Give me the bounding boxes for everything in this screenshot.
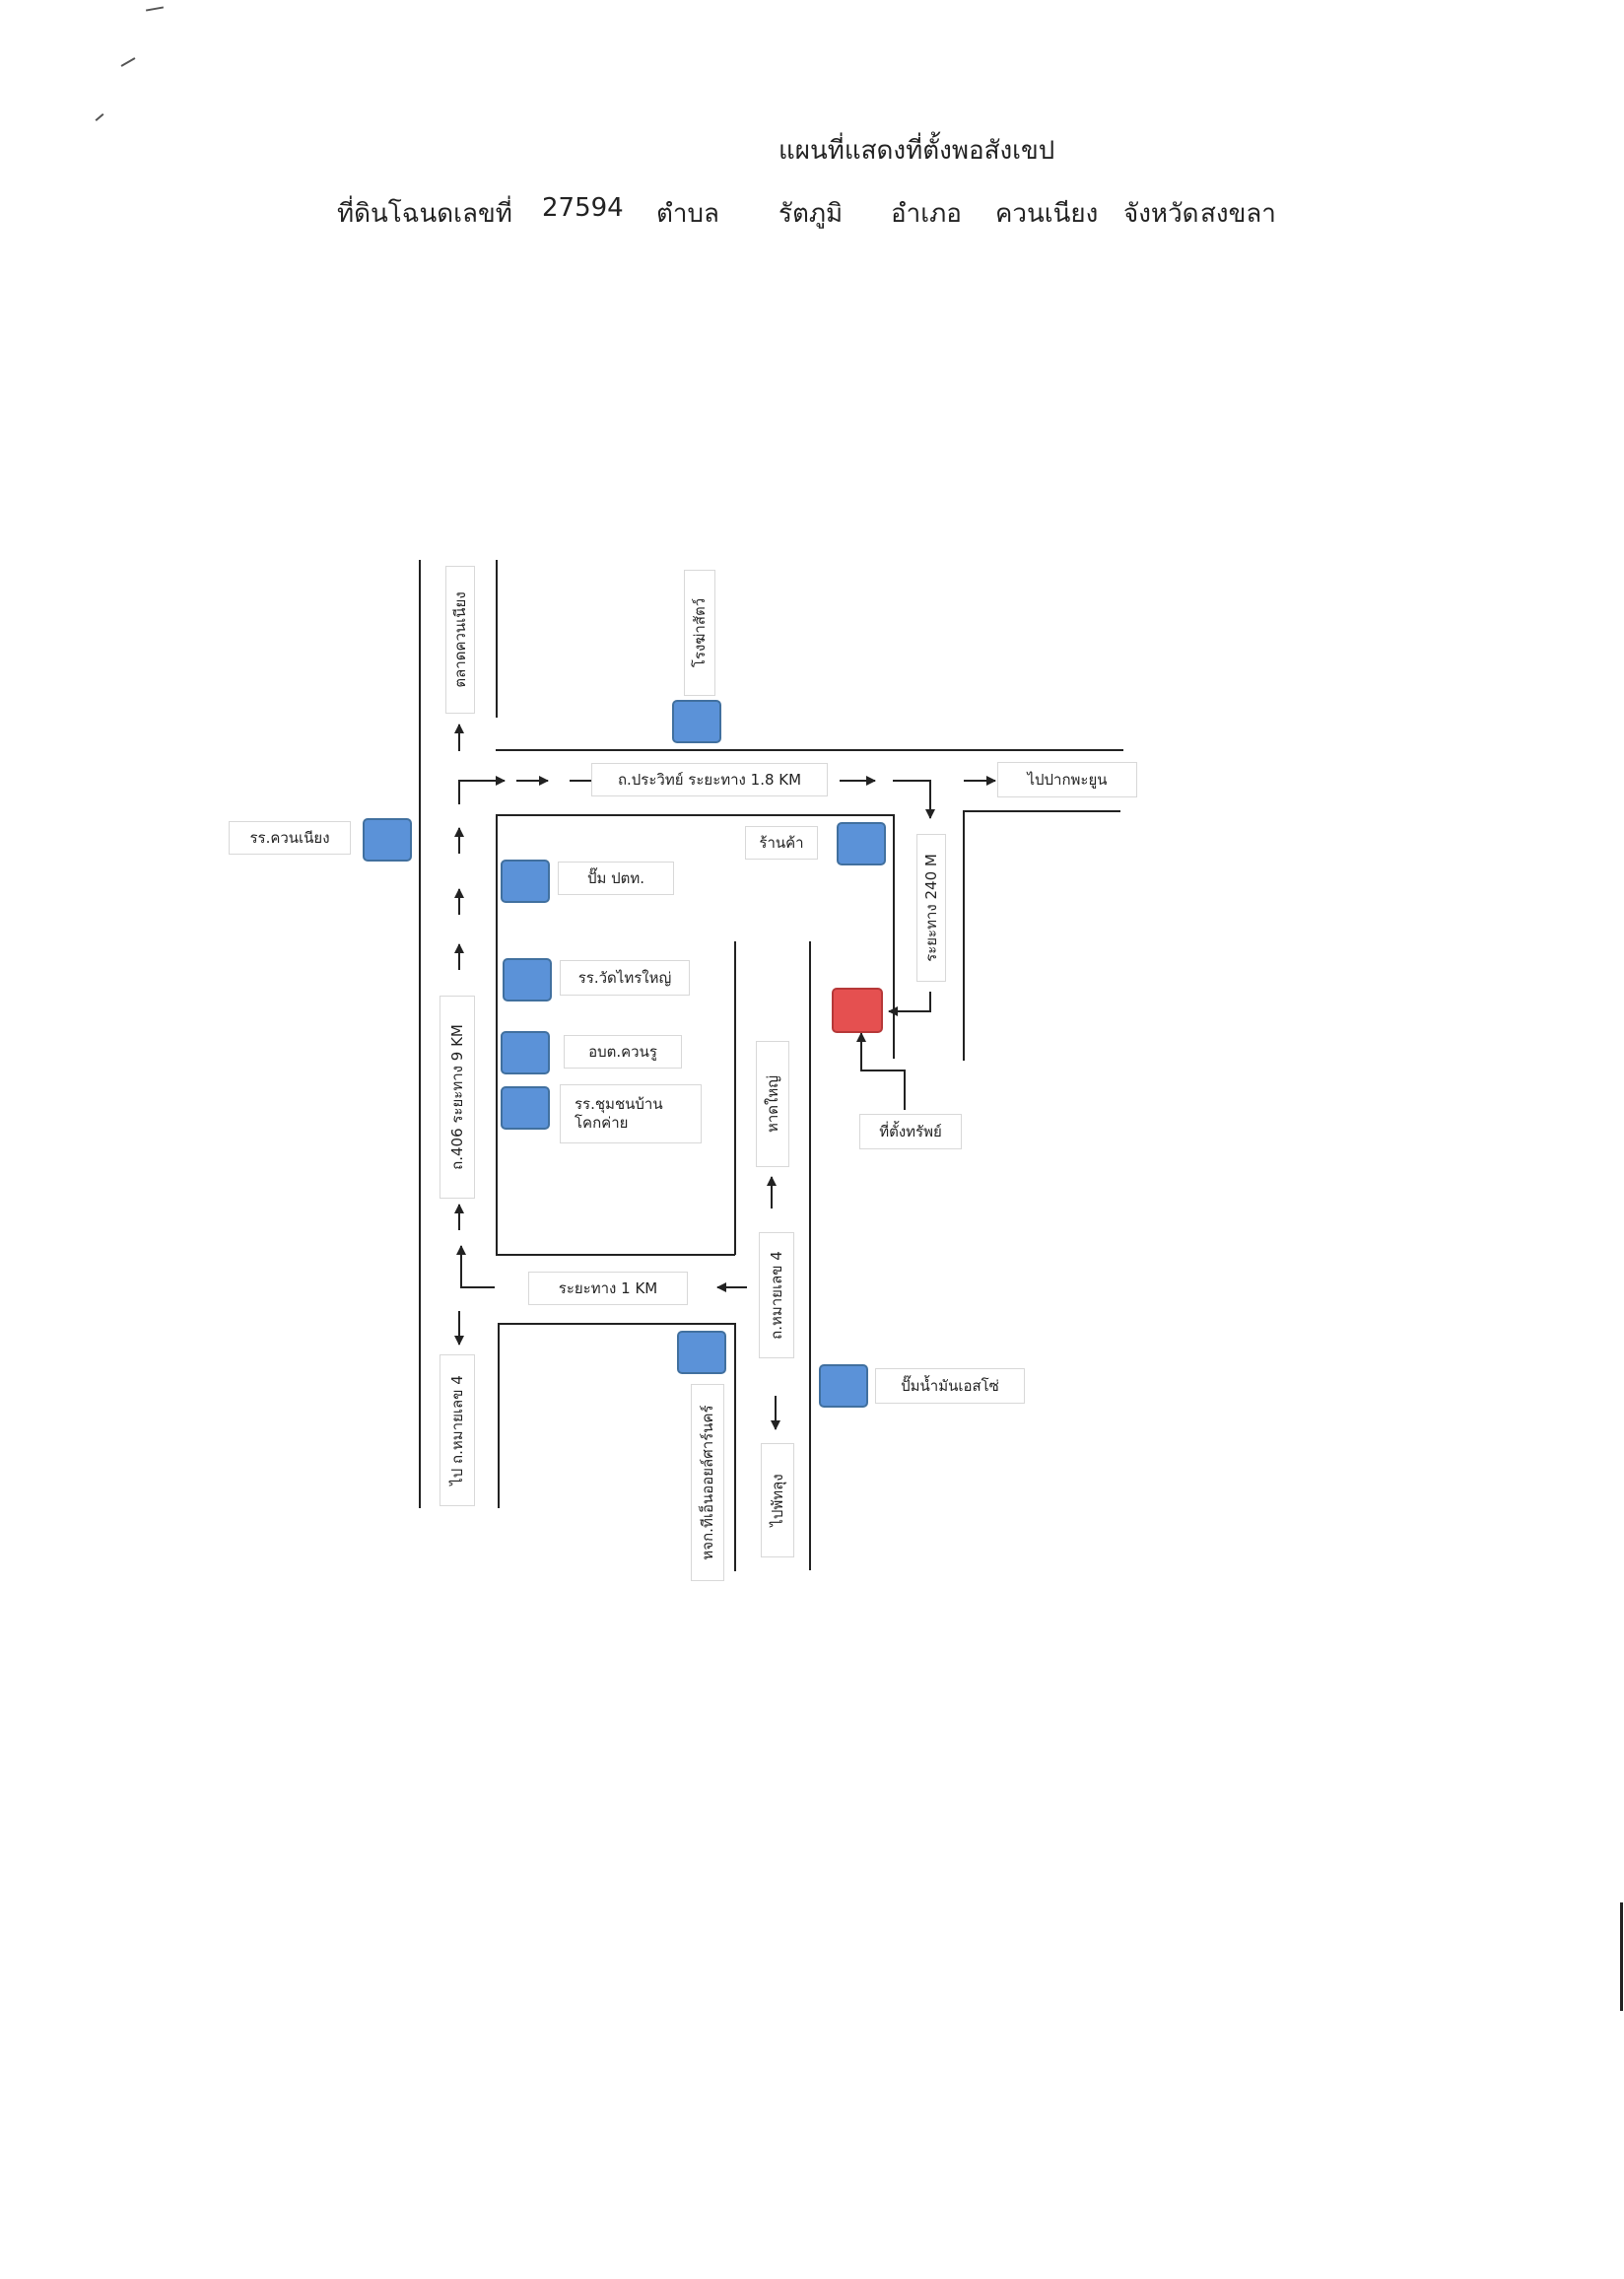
slaughterhouse-marker bbox=[672, 700, 721, 743]
bright-school-marker bbox=[677, 1331, 726, 1374]
province-value: สงขลา bbox=[1200, 199, 1276, 229]
property-location-label: ที่ตั้งทรัพย์ bbox=[859, 1114, 962, 1149]
deed-number: 27594 bbox=[542, 193, 624, 223]
to-road-4-label-text: ไป ถ.หมายเลข 4 bbox=[448, 1375, 466, 1485]
to-phatthalung-label-text: ไปพัทลุง bbox=[769, 1474, 786, 1527]
road-4-east-edge bbox=[809, 941, 811, 1570]
province-label: จังหวัด bbox=[1123, 199, 1199, 229]
hat-yai-label: หาดใหญ่ bbox=[756, 1041, 789, 1167]
school-khuan-niang-marker bbox=[363, 818, 412, 862]
ptt-pump-marker bbox=[501, 860, 550, 903]
amphoe-label: อำเภอ bbox=[891, 199, 962, 229]
distance-1km-label: ระยะทาง 1 KM bbox=[528, 1272, 688, 1305]
to-phatthalung-label: ไปพัทลุง bbox=[761, 1443, 794, 1557]
road-prawit-south-edge-east bbox=[963, 810, 1120, 812]
ptt-pump-label: ปั๊ม ปตท. bbox=[558, 862, 674, 895]
distance-240-label: ระยะทาง 240 M bbox=[916, 834, 946, 982]
scan-edge-mark bbox=[1620, 1902, 1623, 2011]
amphoe-value: ควนเนียง bbox=[995, 199, 1099, 229]
block-south-edge bbox=[496, 1254, 735, 1256]
road-prawit-label: ถ.ประวิทย์ ระยะทาง 1.8 KM bbox=[591, 763, 828, 796]
block-west-edge bbox=[496, 814, 498, 1254]
market-label-text: ตลาดควนเนียง bbox=[451, 591, 469, 688]
school-wat-sai-yai-marker bbox=[503, 958, 552, 1001]
south-block-west-edge bbox=[498, 1323, 500, 1508]
to-pak-phayun-label: ไปปากพะยูน bbox=[997, 762, 1137, 797]
school-community-marker bbox=[501, 1086, 550, 1130]
store-marker bbox=[837, 822, 886, 865]
gas-station-marker bbox=[819, 1364, 868, 1408]
road-prawit-south-edge bbox=[496, 814, 893, 816]
map-title-text: แผนที่แสดงที่ตั้งพอสังเขป bbox=[778, 136, 1055, 166]
south-road-edge bbox=[498, 1323, 735, 1325]
deed-label: ที่ดินโฉนดเลขที่ bbox=[337, 199, 512, 229]
road-406-east-edge-top bbox=[496, 560, 498, 718]
hat-yai-label-text: หาดใหญ่ bbox=[764, 1074, 781, 1134]
school-community-label: รร.ชุมชนบ้าน โคกค่าย bbox=[560, 1084, 702, 1143]
local-road-east-edge bbox=[963, 810, 965, 1061]
distance-240-label-text: ระยะทาง 240 M bbox=[922, 854, 940, 962]
store-label: ร้านค้า bbox=[745, 826, 818, 860]
road-4-right-label: ถ.หมายเลข 4 bbox=[759, 1232, 794, 1358]
bright-school-label-text: หจก.ทีเอ็นออยล์ศาร์นคร์ bbox=[699, 1405, 716, 1560]
road-406-label: ถ.406 ระยะทาง 9 KM bbox=[440, 996, 475, 1199]
tambon-label: ตำบล bbox=[656, 199, 719, 229]
block-east-edge bbox=[734, 941, 736, 1255]
bright-school-label: หจก.ทีเอ็นออยล์ศาร์นคร์ bbox=[691, 1384, 724, 1581]
road-4-right-label-text: ถ.หมายเลข 4 bbox=[768, 1251, 785, 1340]
road-prawit-north-edge bbox=[496, 749, 1123, 751]
slaughterhouse-label: โรงฆ่าสัตว์ bbox=[684, 570, 715, 696]
tambon-value: รัตภูมิ bbox=[778, 199, 844, 229]
slaughterhouse-label-text: โรงฆ่าสัตว์ bbox=[691, 597, 709, 668]
to-road-4-label: ไป ถ.หมายเลข 4 bbox=[440, 1354, 475, 1506]
gas-station-label: ปั๊มน้ำมันเอสโซ่ bbox=[875, 1368, 1025, 1404]
school-khuan-niang-label: รร.ควนเนียง bbox=[229, 821, 351, 855]
obt-khuan-ru-marker bbox=[501, 1031, 550, 1074]
market-label: ตลาดควนเนียง bbox=[445, 566, 475, 714]
road-406-west-edge bbox=[419, 560, 421, 1508]
road-4-west-edge-south bbox=[734, 1323, 736, 1571]
property-marker bbox=[832, 988, 883, 1033]
school-wat-sai-yai-label: รร.วัดไทรใหญ่ bbox=[560, 960, 690, 996]
obt-khuan-ru-label: อบต.ควนรู bbox=[564, 1035, 682, 1069]
road-406-label-text: ถ.406 ระยะทาง 9 KM bbox=[448, 1024, 466, 1170]
local-road-west-edge bbox=[893, 814, 895, 1059]
